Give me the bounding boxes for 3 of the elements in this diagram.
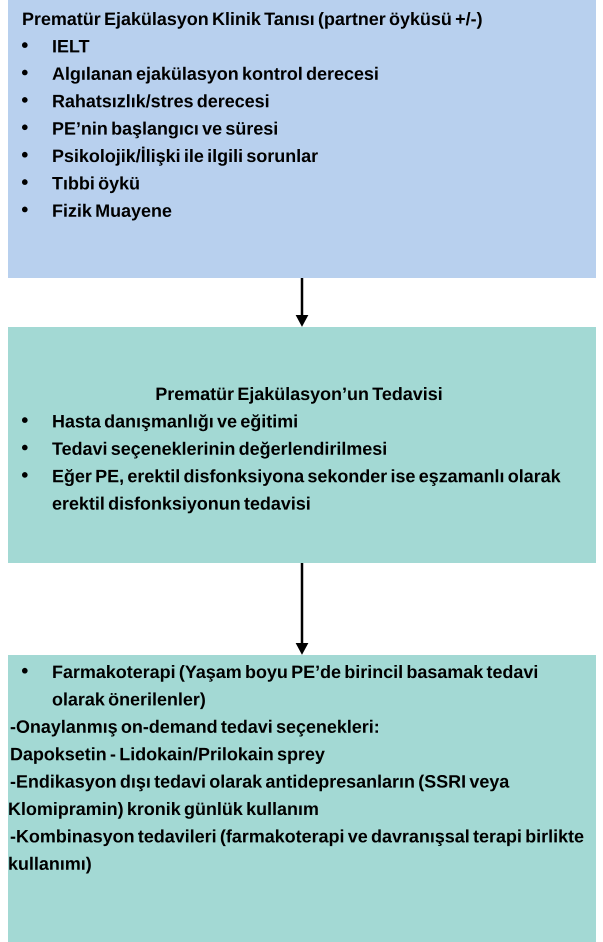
process-box: Prematür Ejakülasyon Klinik Tanısı (partner öyküsü +/-) IELT Algılanan ejakülasyon kontrol derecesi Rahatsızlık/stres derecesi PE’nin başlangıcı ve süresi Psikolojik/İlişki ile ilgili sorunlar Tıbbi öykü Fizik Muayene: [8, 0, 596, 278]
process-box: Farmakoterapi (Yaşam boyu PE’de birincil basamak tedavi olarak önerilenler) -Onaylanmış on-demand tedavi seçenekleri: Dapoksetin - Lidokain/Prilokain sprey -Endikasyon dışı tedavi olarak antidepresanların (SSRI veya Klomipramin) kronik günlük kullanım -Kombinasyon tedavileri (farmakoterapi ve davranışsal terapi birlikte kullanımı): [8, 655, 596, 942]
process-box: Prematür Ejakülasyon’un Tedavisi Hasta danışmanlığı ve eğitimi Tedavi seçeneklerinin değerlendirilmesi Eğer PE, erektil disfonksiyona sekonder ise eşzamanlı olarak erektil disfonksiyonun tedavisi: [8, 327, 596, 563]
